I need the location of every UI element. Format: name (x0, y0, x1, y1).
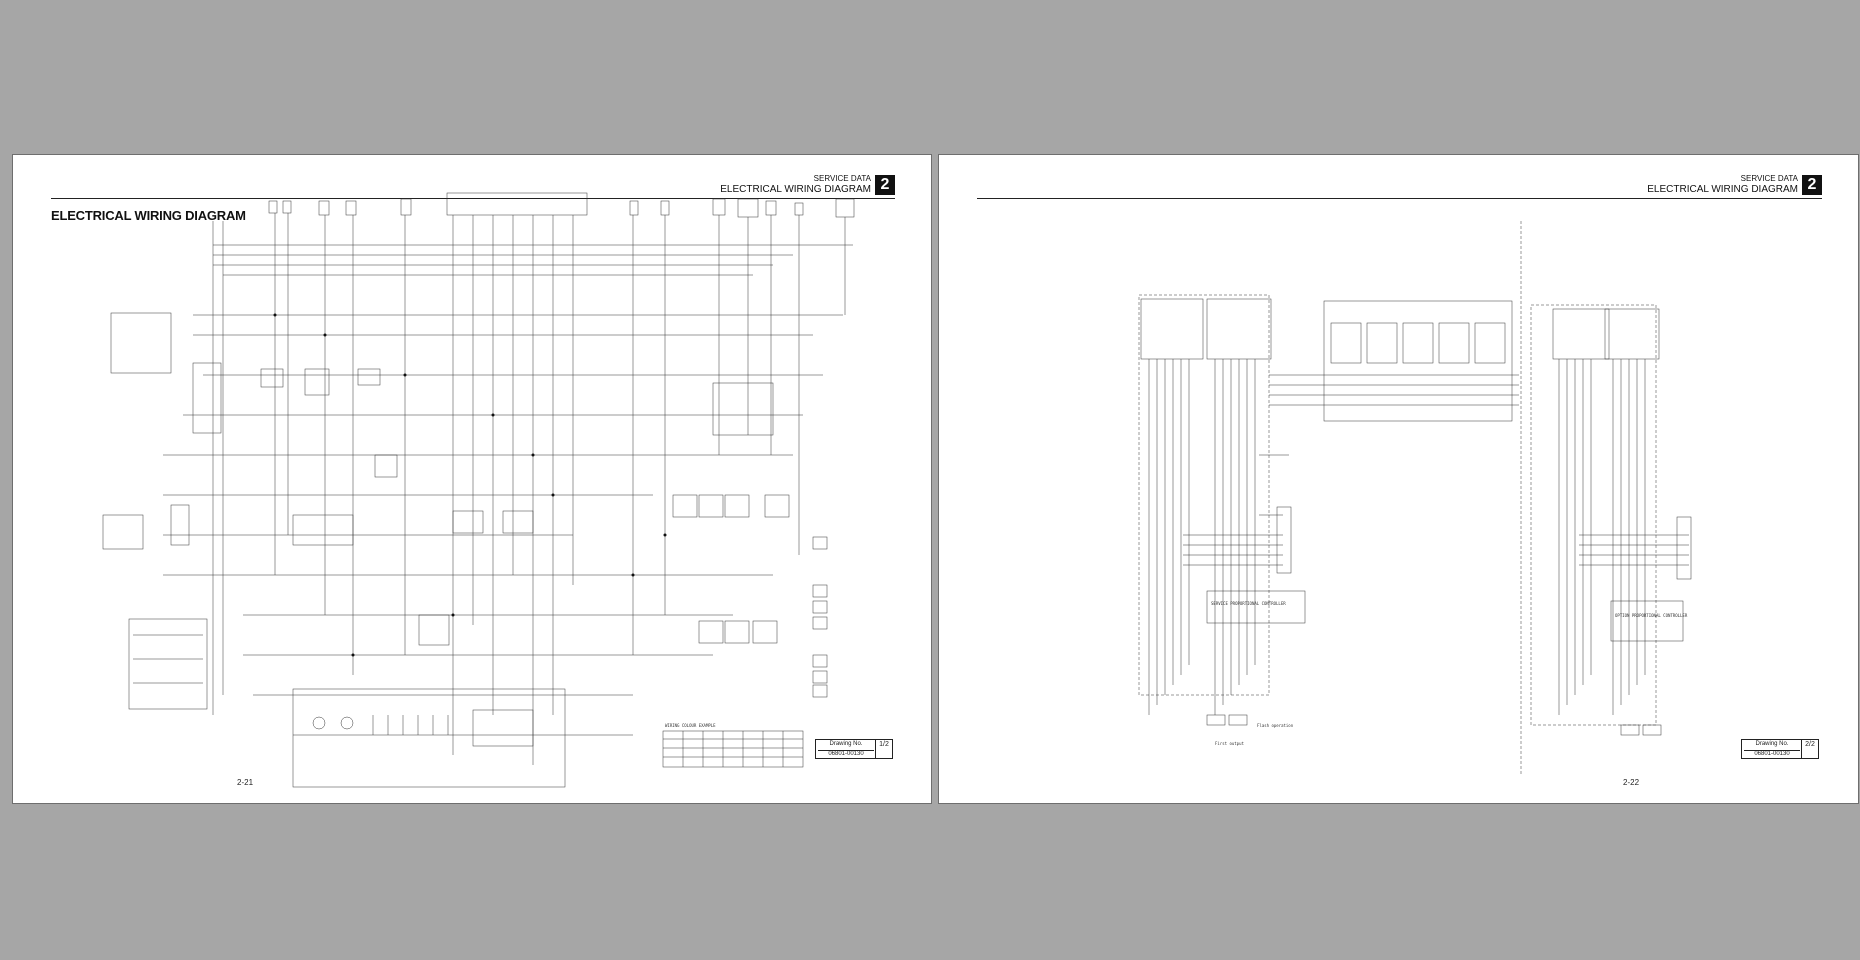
flash-operation-label: Flash operation (1257, 723, 1294, 728)
first-output-label: First output (1215, 741, 1244, 746)
page-header: SERVICE DATA ELECTRICAL WIRING DIAGRAM 2 (720, 173, 895, 196)
header-section: SERVICE DATA (813, 174, 871, 183)
chapter-badge: 2 (875, 175, 895, 195)
document-page-right: SERVICE DATA ELECTRICAL WIRING DIAGRAM 2 (938, 154, 1859, 804)
wiring-diagram-right: SERVICE PROPORTIONAL CONTROLLER OPTION P… (1138, 221, 1692, 775)
drawing-label: Drawing No. (829, 741, 863, 747)
page-number: 2-22 (1623, 778, 1640, 787)
page-number: 2-21 (237, 778, 254, 787)
controller-left-label: SERVICE PROPORTIONAL CONTROLLER (1211, 601, 1286, 606)
page-header: SERVICE DATA ELECTRICAL WIRING DIAGRAM 2 (1647, 173, 1822, 196)
document-page-left: SERVICE DATA ELECTRICAL WIRING DIAGRAM 2… (12, 154, 932, 804)
header-title: ELECTRICAL WIRING DIAGRAM (1647, 184, 1798, 195)
drawing-number-box: Drawing No. 06801-00130 1/2 (815, 739, 893, 759)
header-title: ELECTRICAL WIRING DIAGRAM (720, 184, 871, 195)
document-title: ELECTRICAL WIRING DIAGRAM (51, 208, 246, 223)
drawing-number: 06801-00130 (818, 750, 874, 757)
drawing-number: 06801-00130 (1744, 750, 1800, 757)
drawing-number-box: Drawing No. 06801-00130 2/2 (1741, 739, 1819, 759)
chapter-badge: 2 (1802, 175, 1822, 195)
drawing-sheet: 2/2 (1801, 740, 1818, 758)
header-rule (51, 198, 895, 199)
header-section: SERVICE DATA (1740, 174, 1798, 183)
drawing-label: Drawing No. (1755, 741, 1789, 747)
header-rule (977, 198, 1822, 199)
drawing-sheet: 1/2 (875, 740, 892, 758)
controller-right-label: OPTION PROPORTIONAL CONTROLLER (1615, 613, 1688, 618)
wiring-diagram-left: WIRING COLOUR EXAMPLE (102, 192, 855, 788)
wiring-colour-label: WIRING COLOUR EXAMPLE (665, 723, 716, 728)
